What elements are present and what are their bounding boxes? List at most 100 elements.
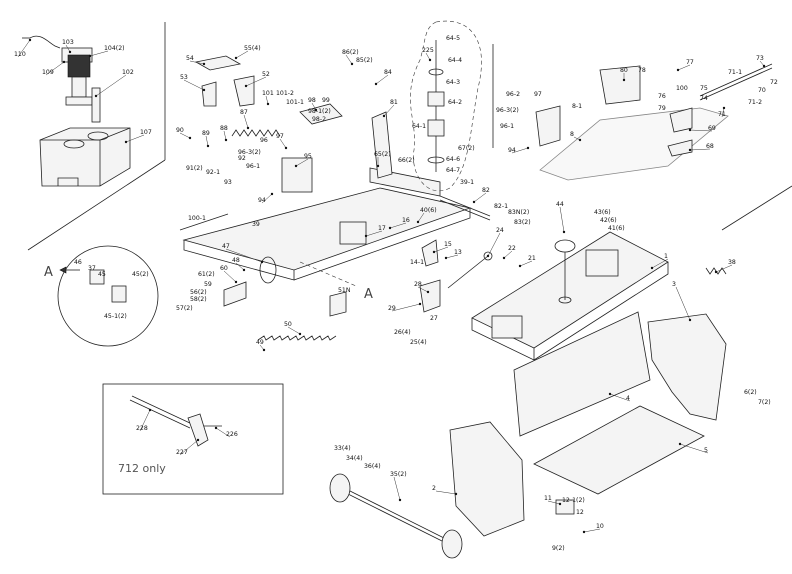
leader-line xyxy=(425,52,431,61)
part-number-p92_1: 92-1 xyxy=(206,169,220,176)
part-number-p80: 80 xyxy=(620,67,628,74)
part-number-p60: 60 xyxy=(220,265,228,272)
part-number-p76: 76 xyxy=(658,93,666,100)
part-number-p56_2: 56(2) xyxy=(190,289,207,296)
part-number-p101_1: 101-1 xyxy=(286,99,304,106)
leader-dot xyxy=(214,426,218,430)
leader-line xyxy=(235,50,249,59)
part-number-p64_1: 64-1 xyxy=(412,123,426,130)
leader-dot xyxy=(148,408,152,412)
model-note: 712 only xyxy=(118,462,166,475)
leader-dot xyxy=(678,442,682,446)
part-number-p94b: 94 xyxy=(508,147,516,154)
leader-dot xyxy=(196,438,200,442)
leader-line xyxy=(139,409,151,432)
leader-dot xyxy=(578,138,582,142)
leader-line xyxy=(519,260,533,267)
part-number-p42_6: 42(6) xyxy=(600,217,617,224)
leader-dot xyxy=(526,146,530,150)
leader-dot xyxy=(234,280,238,284)
leader-dot xyxy=(234,56,238,60)
part-number-p3: 3 xyxy=(672,281,676,288)
part-number-p100_1: 100-1 xyxy=(188,215,206,222)
leader-line xyxy=(383,104,395,117)
leader-line xyxy=(183,79,205,91)
leader-dot xyxy=(382,114,386,118)
part-number-p70: 70 xyxy=(758,87,766,94)
leader-line xyxy=(391,303,421,312)
part-number-p90: 90 xyxy=(176,127,184,134)
part-number-p1: 1 xyxy=(664,253,668,260)
leader-line xyxy=(417,212,425,223)
leader-line xyxy=(243,114,249,129)
part-number-p104_2: 104(2) xyxy=(104,45,125,52)
part-number-p96_2: 96-2 xyxy=(506,91,520,98)
leader-dot xyxy=(270,192,274,196)
part-number-p64_7: 64-7 xyxy=(446,167,460,174)
saw-arm-assembly xyxy=(179,20,493,341)
part-number-p96: 96 xyxy=(260,137,268,144)
part-number-p83N_2: 83N(2) xyxy=(508,209,529,216)
leader-line xyxy=(689,148,711,151)
leader-dot xyxy=(244,84,248,88)
leader-line xyxy=(125,134,145,143)
leader-dot xyxy=(688,318,692,322)
part-number-p7_2: 7(2) xyxy=(758,399,771,406)
leader-line xyxy=(223,270,237,283)
part-number-p38: 38 xyxy=(728,259,736,266)
leader-dot xyxy=(622,78,626,82)
part-number-p96_1: 96-1 xyxy=(246,163,260,170)
part-number-p22: 22 xyxy=(508,245,516,252)
leader-line xyxy=(365,230,383,237)
part-number-p57_2: 57(2) xyxy=(176,305,193,312)
arrow-letter-a: A xyxy=(364,287,373,302)
leader-dot xyxy=(714,270,718,274)
leader-line xyxy=(95,74,127,97)
part-number-p94: 94 xyxy=(258,197,266,204)
part-number-p34_4: 34(4) xyxy=(346,455,363,462)
leader-dot xyxy=(418,302,422,306)
leader-line xyxy=(675,286,691,321)
leader-dot xyxy=(314,108,318,112)
part-number-p101_2: 101-2 xyxy=(276,90,294,97)
part-number-p227: 227 xyxy=(176,449,188,456)
part-number-p69: 69 xyxy=(708,125,716,132)
part-number-p53: 53 xyxy=(180,74,188,81)
part-number-p92: 92 xyxy=(238,155,246,162)
leader-line xyxy=(215,427,231,438)
part-number-p46: 46 xyxy=(74,259,82,266)
part-number-p37: 37 xyxy=(88,265,96,272)
part-number-p72: 72 xyxy=(770,79,778,86)
base-stand xyxy=(329,231,727,559)
leader-line xyxy=(547,500,561,505)
part-number-p12_1_2: 12-1(2) xyxy=(562,497,585,504)
leader-line xyxy=(179,439,199,456)
part-number-p25_4: 25(4) xyxy=(410,339,427,346)
part-number-p12: 12 xyxy=(576,509,584,516)
leader-line xyxy=(261,193,273,204)
part-number-p226: 226 xyxy=(226,431,238,438)
part-number-p26_4: 26(4) xyxy=(394,329,411,336)
part-number-p87: 87 xyxy=(240,109,248,116)
part-number-p48: 48 xyxy=(232,257,240,264)
vise-assembly xyxy=(535,63,773,181)
leader-line xyxy=(417,286,429,293)
part-number-p50: 50 xyxy=(284,321,292,328)
part-number-p82_1: 82-1 xyxy=(494,203,508,210)
leader-dot xyxy=(416,220,420,224)
leader-dot xyxy=(242,268,246,272)
part-number-p13: 13 xyxy=(454,249,462,256)
leader-dot xyxy=(472,200,476,204)
leader-line xyxy=(721,107,725,118)
leader-dot xyxy=(350,62,354,66)
leader-line xyxy=(189,60,205,65)
leader-dot xyxy=(376,164,380,168)
coolant-pump-assembly xyxy=(22,35,131,187)
leader-dot xyxy=(398,498,402,502)
part-number-p66_2: 66(2) xyxy=(398,157,415,164)
leader-dot xyxy=(262,348,266,352)
leader-dot xyxy=(426,290,430,294)
part-number-p9_2: 9(2) xyxy=(552,545,565,552)
part-number-p68: 68 xyxy=(706,143,714,150)
